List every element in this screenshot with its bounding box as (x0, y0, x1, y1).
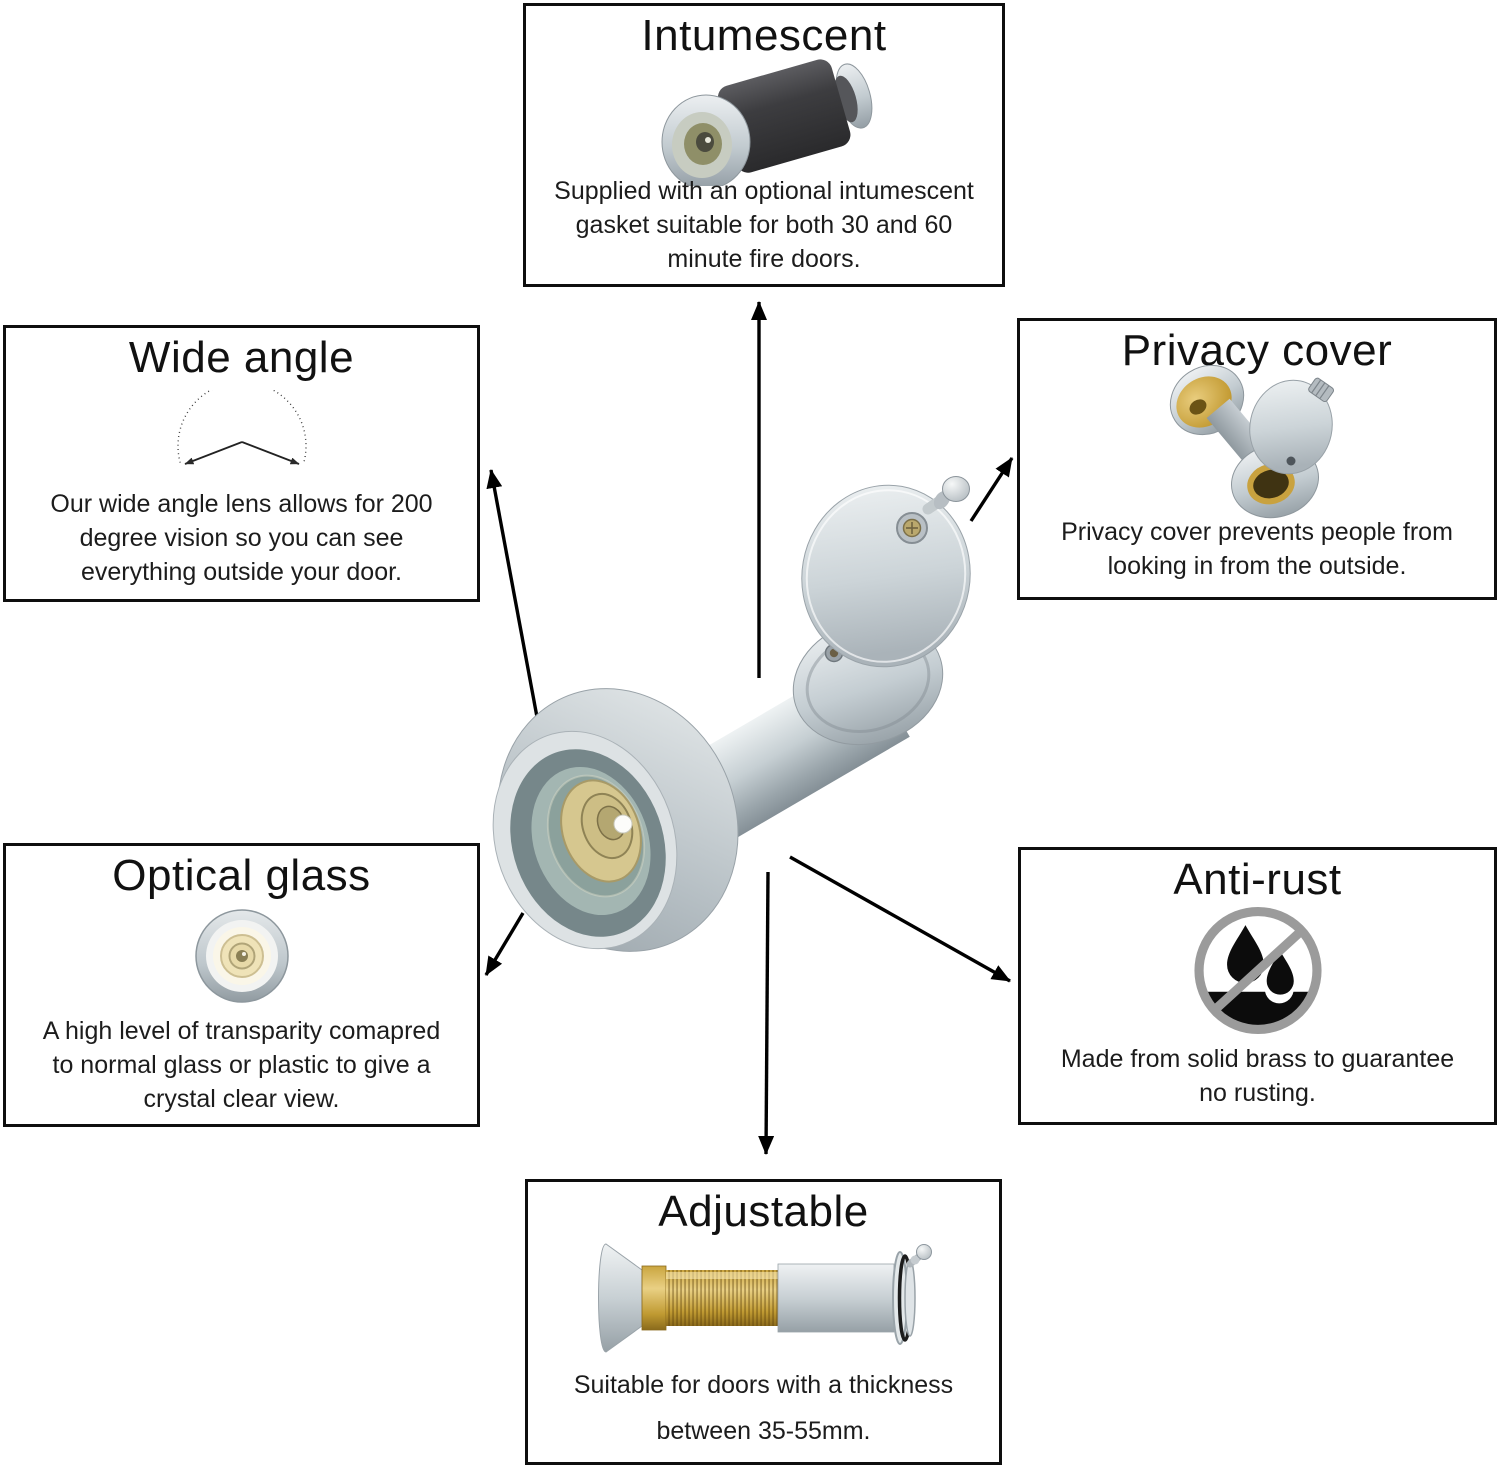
door-viewer-product-photo (492, 476, 971, 952)
cover-knob (1308, 377, 1335, 403)
barrel (599, 655, 910, 891)
feature-description: Supplied with an optional intumescent ga… (554, 177, 974, 273)
lens-front-view-photo (192, 906, 292, 1006)
cover-knob (922, 476, 970, 515)
feature-box-privacy-cover: Privacy cover (1017, 318, 1497, 600)
arrow-to-anti-rust (789, 855, 1011, 983)
arrow-to-wide-angle (486, 469, 539, 718)
cover-screw (896, 512, 928, 544)
wide-angle-arc-icon (167, 390, 317, 485)
feature-box-wide-angle: Wide angle Our wide angle lens allows fo… (3, 325, 480, 602)
privacy-cover-disc (801, 484, 971, 668)
feature-box-optical-glass: Optical glass A high level of transparit… (3, 843, 480, 1127)
feature-box-adjustable: Adjustable (525, 1179, 1002, 1465)
adjustable-barrel-photo (594, 1238, 934, 1358)
feature-description: A high level of transparity comapred to … (42, 1017, 441, 1113)
intumescent-gasket-viewer-photo (644, 54, 884, 186)
arrow-to-optical-glass (484, 912, 525, 976)
brass-thread-glimpse (695, 773, 729, 823)
no-water-drops-icon (1185, 898, 1330, 1043)
feature-description: Suitable for doors with a thickness betw… (573, 1371, 954, 1445)
feature-description: Privacy cover prevents people from looki… (1061, 518, 1453, 580)
arrow-to-privacy-cover (969, 457, 1014, 522)
feature-description: Our wide angle lens allows for 200 degre… (50, 490, 433, 586)
feature-title: Adjustable (658, 1187, 869, 1236)
feature-title: Intumescent (641, 11, 887, 60)
feature-description: Made from solid brass to guarantee no ru… (1060, 1045, 1455, 1107)
feature-title: Anti-rust (1173, 855, 1342, 904)
feature-title: Optical glass (112, 851, 371, 900)
feature-box-intumescent: Intumescent (523, 3, 1005, 287)
feature-box-anti-rust: Anti-rust Made from solid brass to guara… (1018, 847, 1497, 1125)
backplate-disc (792, 618, 944, 746)
privacy-cover-viewer-photo (1167, 365, 1347, 520)
feature-title: Privacy cover (1121, 326, 1393, 375)
arrow-to-adjustable (758, 871, 775, 1155)
feature-title: Wide angle (128, 333, 355, 382)
grub-screw (824, 643, 844, 663)
wide-angle-lens (492, 688, 739, 952)
